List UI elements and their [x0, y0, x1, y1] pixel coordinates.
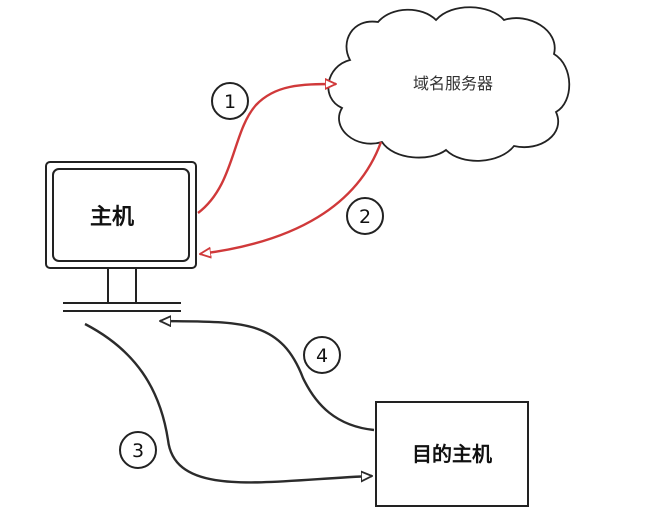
- dns-server-cloud: 域名服务器: [327, 6, 571, 162]
- step-2-number: 2: [359, 206, 371, 228]
- step-1-number: 1: [224, 91, 236, 113]
- target-host-box: 目的主机: [375, 401, 529, 507]
- step-3-number: 3: [132, 440, 144, 462]
- arrow-step-3: [84, 322, 372, 484]
- host-label: 主机: [90, 205, 134, 230]
- monitor-neck: [107, 267, 137, 304]
- step-2-badge: 2: [346, 197, 384, 235]
- step-4-number: 4: [316, 345, 328, 367]
- step-4-badge: 4: [303, 336, 341, 374]
- host-monitor: 主机: [45, 161, 197, 312]
- dns-server-label: 域名服务器: [413, 74, 493, 93]
- monitor-screen: [52, 168, 190, 262]
- arrow-step-2: [200, 141, 383, 254]
- cloud-shape: [327, 6, 571, 162]
- arrow-step-1: [197, 84, 336, 214]
- step-1-badge: 1: [211, 82, 249, 120]
- step-3-badge: 3: [119, 431, 157, 469]
- target-host-label: 目的主机: [412, 442, 492, 466]
- arrow-step-4: [160, 321, 375, 432]
- target-host-rect: [375, 401, 529, 507]
